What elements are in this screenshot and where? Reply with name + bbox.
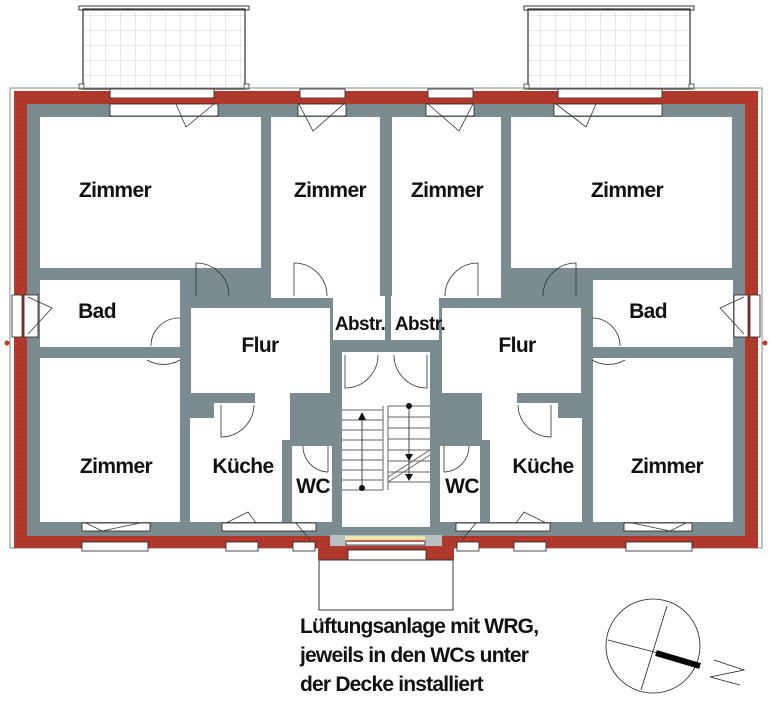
ventilation-note: Lüftungsanlage mit WRG, jeweils in den W… [300, 612, 600, 699]
right-unit-floors [391, 117, 733, 522]
balcony-left [78, 5, 250, 90]
room-label-flur: Flur [498, 334, 536, 357]
room-label-abstr: Abstr. [395, 314, 445, 335]
note-line-3: der Decke installiert [300, 673, 484, 696]
room-label-zimmer: Zimmer [411, 179, 484, 202]
windows [11, 88, 761, 552]
room-label-kueche: Küche [212, 455, 273, 478]
room-label-zimmer: Zimmer [294, 179, 367, 202]
balcony-right [523, 5, 695, 90]
room-label-zimmer: Zimmer [80, 455, 153, 478]
north-arrow-icon [605, 598, 746, 694]
room-label-zimmer: Zimmer [631, 455, 704, 478]
note-line-1: Lüftungsanlage mit WRG, [300, 615, 539, 638]
room-label-bad: Bad [629, 300, 667, 323]
entrance-canopy [318, 546, 454, 611]
room-label-zimmer: Zimmer [79, 179, 152, 202]
left-unit-floors [40, 117, 385, 522]
room-label-abstr: Abstr. [335, 314, 385, 335]
stairwell [330, 352, 442, 547]
room-label-wc: WC [445, 475, 479, 498]
door-swings [27, 103, 745, 541]
room-label-bad: Bad [78, 300, 116, 323]
room-labels: Zimmer Zimmer Zimmer Zimmer Bad Bad Flur… [78, 179, 704, 498]
room-label-zimmer: Zimmer [591, 179, 664, 202]
room-label-flur: Flur [241, 334, 279, 357]
room-label-kueche: Küche [512, 455, 573, 478]
note-line-2: jeweils in den WCs unter [300, 644, 529, 667]
room-label-wc: WC [296, 475, 330, 498]
